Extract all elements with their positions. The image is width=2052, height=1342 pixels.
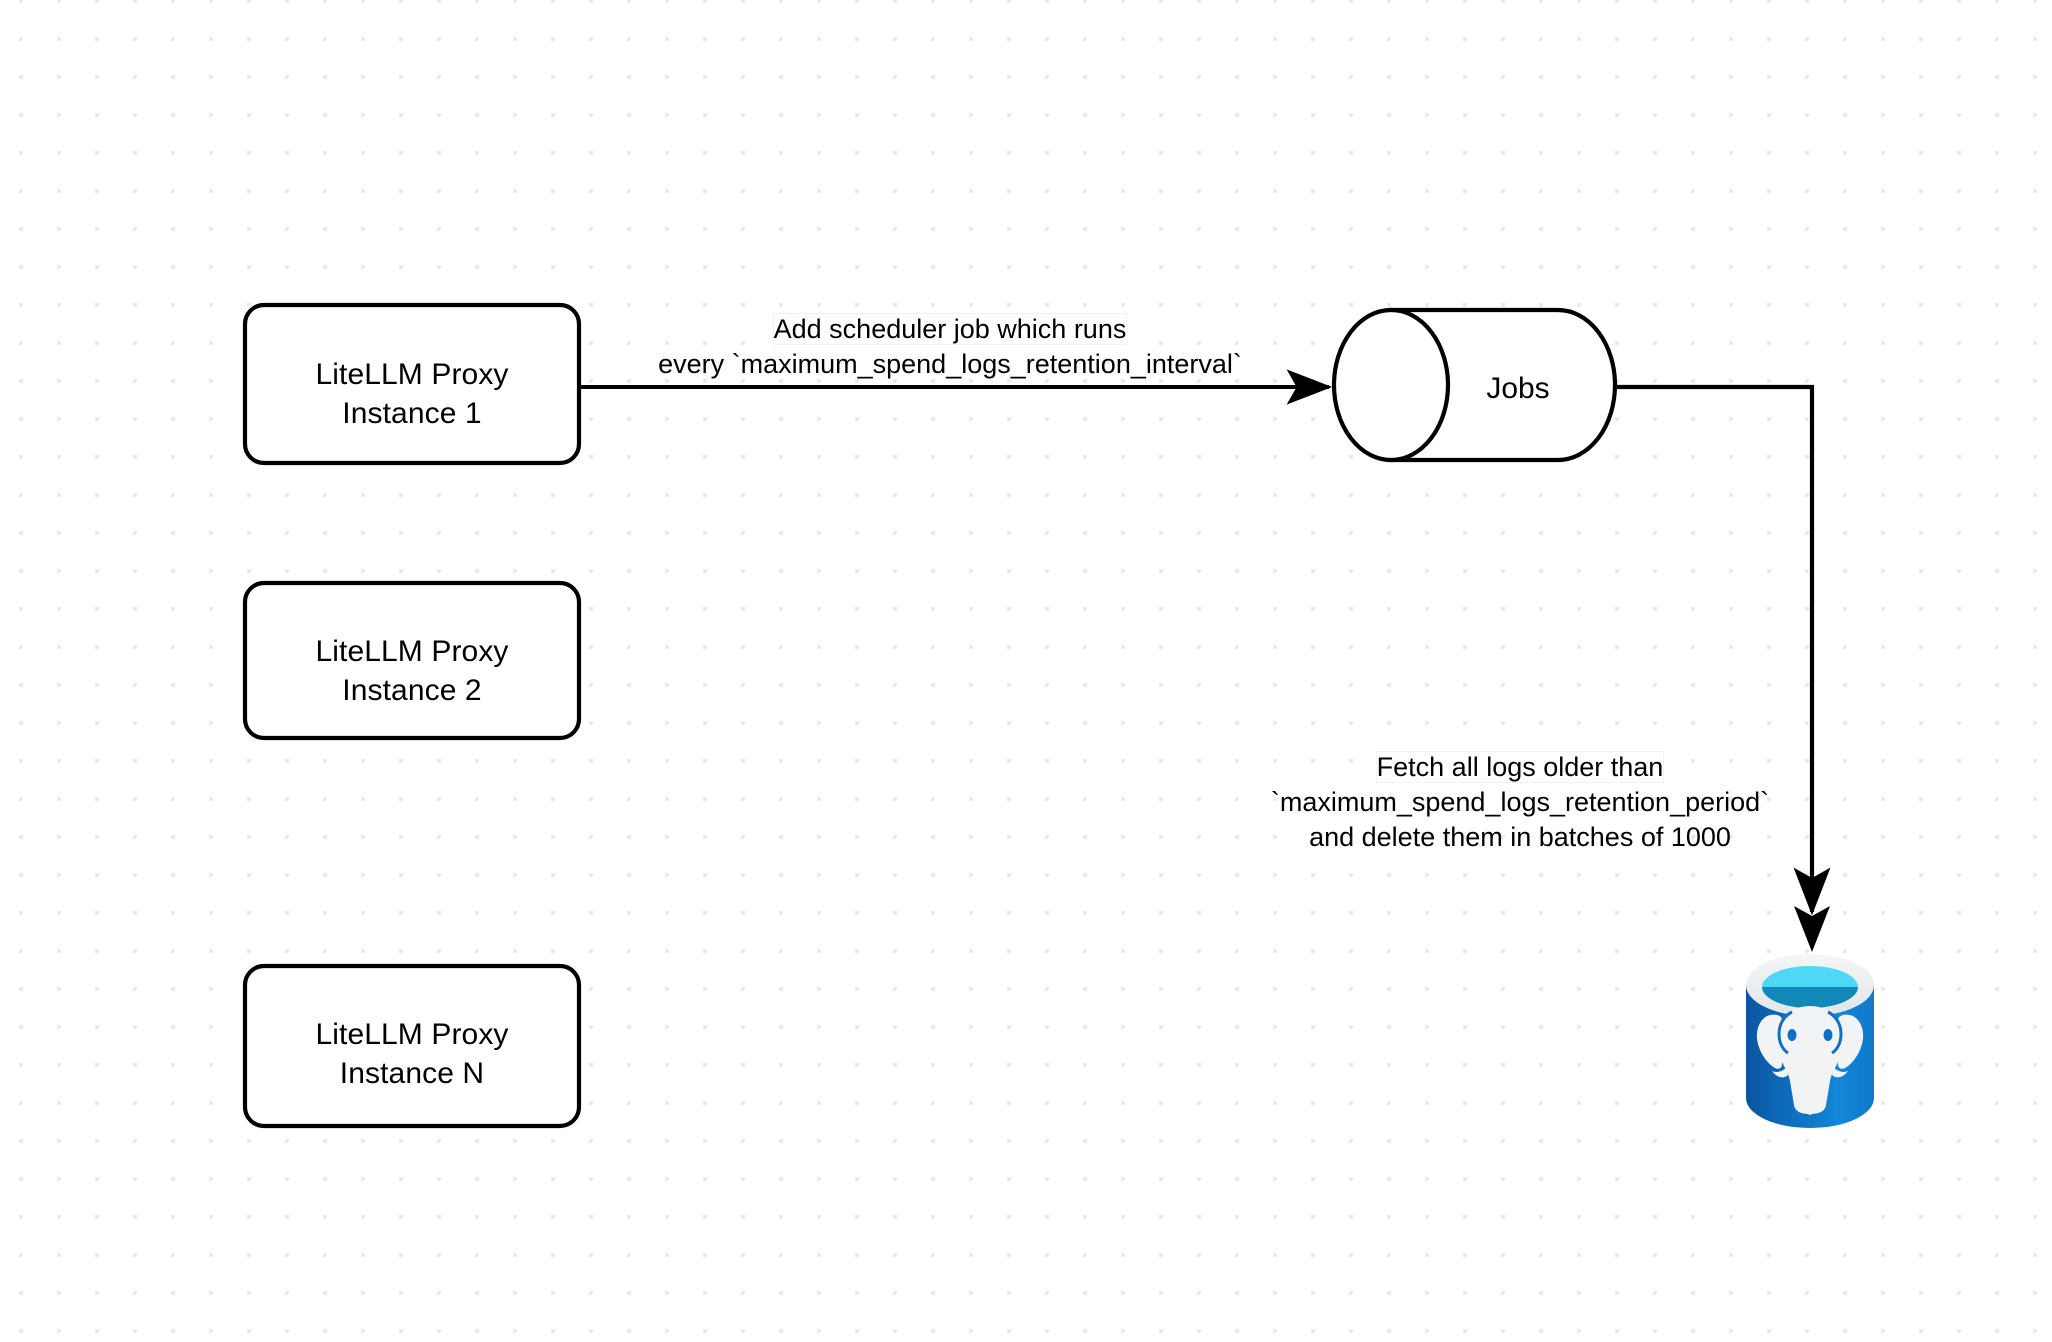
node-proxy-instance-2[interactable] (242, 580, 582, 741)
node-proxy-instance-1[interactable] (242, 302, 582, 466)
edge-delete-logs-arrowhead (1794, 906, 1830, 952)
postgres-elephant-detail (1777, 1010, 1843, 1055)
edge-delete-logs-label-line2: `maximum_spend_logs_retention_period` (1270, 787, 1770, 818)
node-postgres-database[interactable] (1746, 954, 1874, 1128)
edge-scheduler-label-line1: Add scheduler job which runs (773, 314, 1127, 344)
edge-delete-logs-label-line1: Fetch all logs older than (1376, 752, 1664, 782)
edge-delete-logs-label-line3: and delete them in batches of 1000 (1309, 822, 1731, 853)
edge-delete-logs-label: Fetch all logs older than `maximum_spend_… (1240, 750, 1800, 855)
jobs-cylinder-cap (1331, 307, 1451, 463)
node-proxy-instance-n[interactable] (242, 963, 582, 1129)
edge-scheduler-label: Add scheduler job which runs every `maxim… (600, 312, 1300, 382)
edge-delete-logs-line (1615, 384, 1831, 916)
jobs-cylinder-body (1388, 307, 1618, 463)
node-jobs-cylinder[interactable] (1331, 307, 1618, 463)
edge-scheduler-label-line2: every `maximum_spend_logs_retention_inte… (658, 349, 1242, 380)
postgres-top-inner (1762, 987, 1858, 1008)
